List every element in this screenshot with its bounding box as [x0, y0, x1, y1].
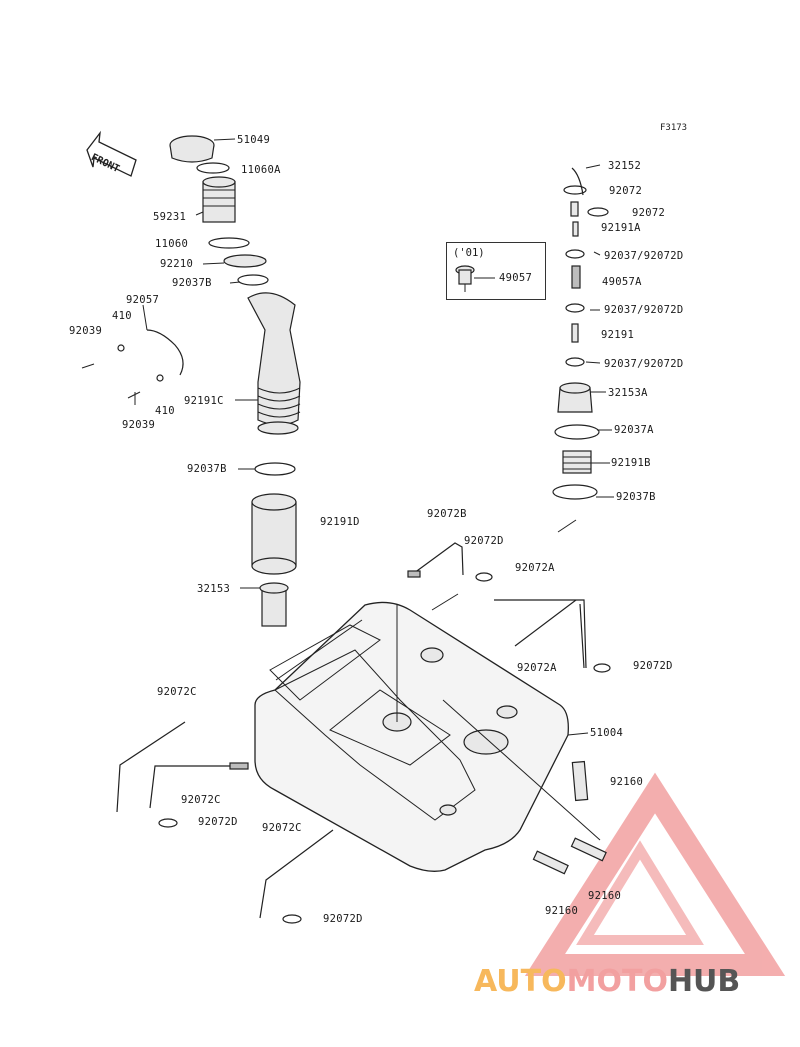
label-51004: 51004 — [590, 727, 624, 739]
straps — [116, 542, 611, 924]
label-92191B: 92191B — [611, 457, 651, 469]
label-11060: 11060 — [155, 238, 189, 250]
watermark-logo — [524, 772, 786, 976]
sleeve-32153 — [240, 582, 289, 627]
gasket-11060 — [208, 237, 250, 249]
label-92072D-a: 92072D — [464, 535, 504, 547]
label-92037-92072D-b: 92037/92072D — [604, 304, 684, 316]
label-92037B-c: 92037B — [616, 491, 656, 503]
label-92191D: 92191D — [320, 516, 360, 528]
watermark-text: AUTOMOTOHUB — [474, 964, 740, 999]
label-92160-c: 92160 — [545, 905, 579, 917]
watermark-auto: AUTO — [474, 964, 567, 999]
label-92072D-c: 92072D — [198, 816, 238, 828]
label-410-a: 410 — [112, 310, 132, 322]
gasket-11060A — [196, 162, 230, 174]
label-92191C: 92191C — [184, 395, 224, 407]
label-32153A: 32153A — [608, 387, 648, 399]
neck-59231 — [195, 176, 236, 223]
label-11060A: 11060A — [241, 164, 281, 176]
label-92037-92072D-a: 92037/92072D — [604, 250, 684, 262]
label-92037-92072D-c: 92037/92072D — [604, 358, 684, 370]
tube-92191D — [251, 493, 297, 575]
label-92160-b: 92160 — [588, 890, 622, 902]
label-32153: 32153 — [197, 583, 231, 595]
label-92072A-b: 92072A — [517, 662, 557, 674]
nut-92210 — [202, 254, 267, 268]
variant-title: ('01) — [453, 247, 485, 259]
label-92057: 92057 — [126, 294, 160, 306]
variant-box: ('01) — [446, 242, 546, 300]
label-92039-b: 92039 — [122, 419, 156, 431]
vent-stack — [552, 164, 614, 533]
fuel-tank-51004 — [254, 593, 601, 872]
label-92072-b: 92072 — [632, 207, 666, 219]
label-51049: 51049 — [237, 134, 271, 146]
label-92072-a: 92072 — [609, 185, 643, 197]
label-92072A-a: 92072A — [515, 562, 555, 574]
watermark-hub: HUB — [667, 964, 741, 999]
label-92072C-c: 92072C — [262, 822, 302, 834]
clamp-92037B-top — [229, 274, 269, 286]
label-92160-a: 92160 — [610, 776, 644, 788]
front-arrow — [86, 130, 137, 177]
clamp-92037B-mid — [238, 462, 296, 476]
label-92072C-b: 92072C — [181, 794, 221, 806]
hose-92191C — [235, 292, 301, 435]
label-92191A: 92191A — [601, 222, 641, 234]
label-92037A: 92037A — [614, 424, 654, 436]
label-92210: 92210 — [160, 258, 194, 270]
variant-part-label: 49057 — [499, 272, 533, 284]
watermark-moto: MOTO — [566, 964, 668, 999]
label-92072D-d: 92072D — [323, 913, 363, 925]
label-32152: 32152 — [608, 160, 642, 172]
label-92039-a: 92039 — [69, 325, 103, 337]
label-92191: 92191 — [601, 329, 635, 341]
variant-part-49057 — [455, 265, 495, 292]
figure-code: F3173 — [660, 123, 688, 133]
label-92037B-b: 92037B — [187, 463, 227, 475]
label-92072C-a: 92072C — [157, 686, 197, 698]
label-49057A: 49057A — [602, 276, 642, 288]
vent-hose-92057 — [81, 304, 184, 405]
label-59231: 59231 — [153, 211, 187, 223]
label-92072B: 92072B — [427, 508, 467, 520]
label-92072D-b: 92072D — [633, 660, 673, 672]
label-92037B-a: 92037B — [172, 277, 212, 289]
filler-cap-51049 — [169, 135, 236, 163]
label-410-b: 410 — [155, 405, 175, 417]
